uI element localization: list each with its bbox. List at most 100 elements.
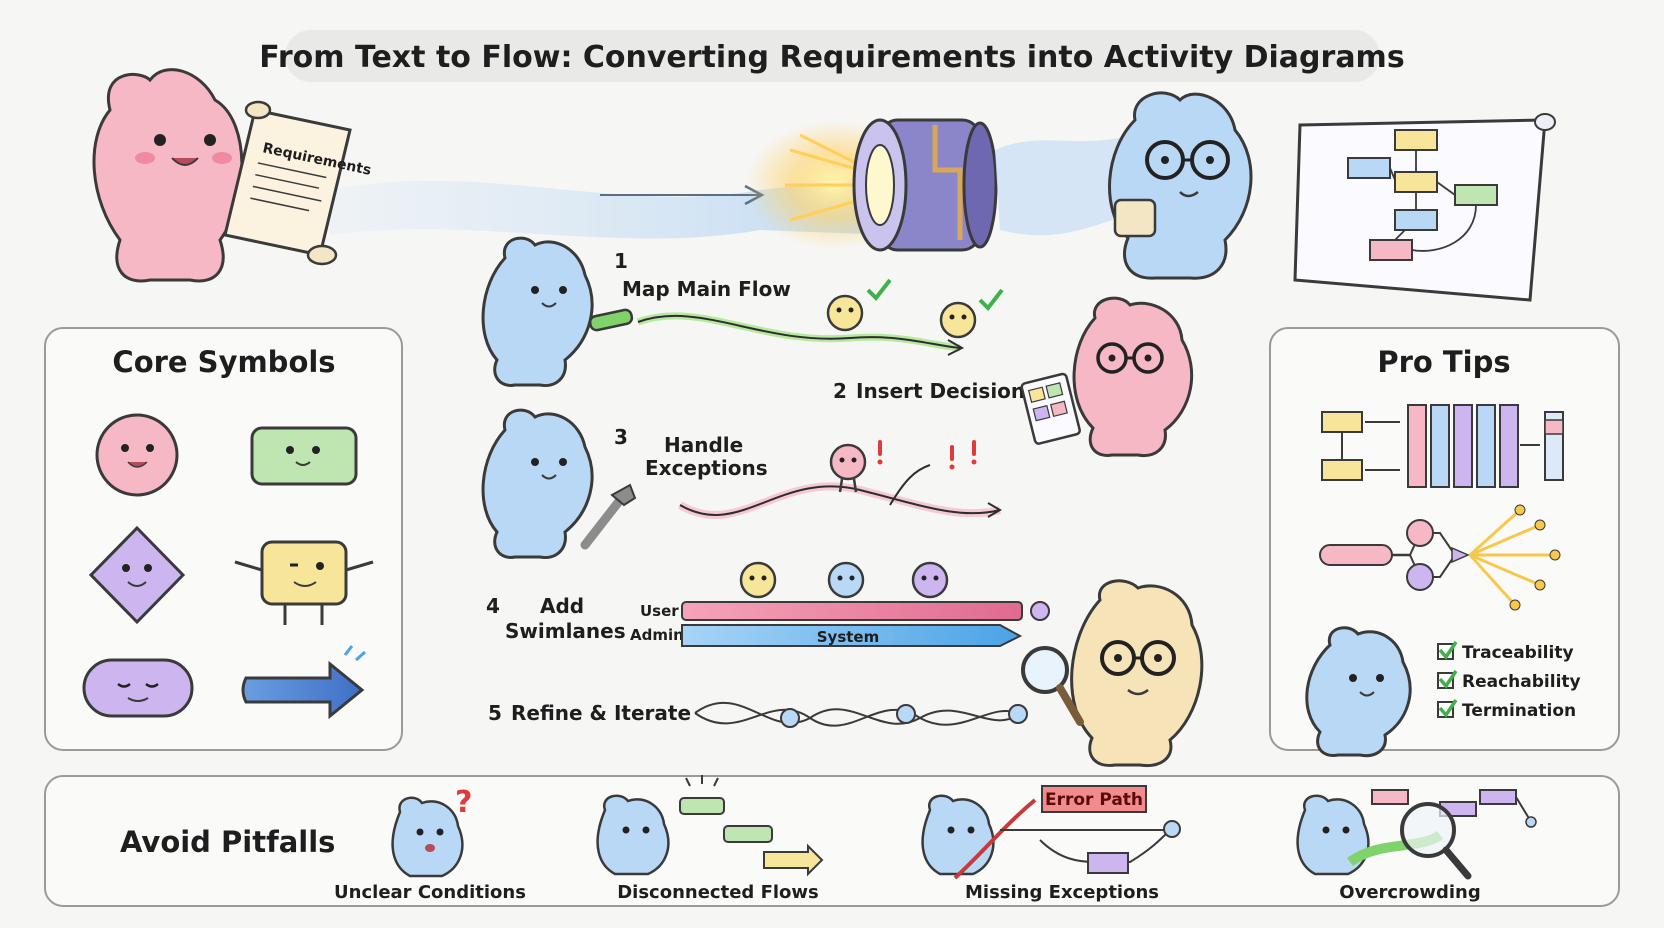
hero-section: Requirements — [92, 68, 1556, 302]
iterate-node — [896, 704, 916, 724]
checklist: Traceability Reachability Termination — [1437, 641, 1581, 721]
step-3-label-line2: Exceptions — [645, 456, 768, 480]
pitfall-disconnected-flows: Disconnected Flows — [596, 775, 824, 903]
error-path-badge — [1041, 785, 1147, 813]
lane-avatar-blue — [827, 561, 865, 599]
end-node-symbol — [82, 658, 194, 718]
check-icon — [1438, 699, 1458, 718]
core-symbols-panel: Core Symbols — [44, 327, 403, 751]
alert-icon — [877, 440, 977, 470]
decision-card-icon — [1020, 372, 1081, 445]
lane-avatar-purple — [911, 561, 949, 599]
highlighter-icon — [588, 308, 634, 332]
step-4-label-line1: Add — [540, 594, 584, 618]
pro-tips-title: Pro Tips — [1377, 345, 1510, 379]
pink-glasses-character — [1072, 296, 1194, 458]
page-title: From Text to Flow: Converting Requiremen… — [259, 40, 1404, 75]
pitfall-overcrowding: Overcrowding — [1296, 789, 1537, 903]
pitfalls-title: Avoid Pitfalls — [120, 825, 335, 859]
error-path-label: Error Path — [1045, 790, 1143, 810]
exception-branch-line — [889, 464, 931, 506]
checklist-label: Traceability — [1462, 643, 1574, 663]
wrench-icon — [580, 483, 637, 550]
start-node-symbol — [95, 413, 179, 497]
step-3-character — [481, 408, 594, 560]
checkpoint-character-1 — [826, 278, 892, 332]
checklist-label: Reachability — [1462, 672, 1581, 692]
iterate-node — [780, 708, 800, 728]
tip-decision-diagram — [1319, 504, 1561, 611]
checklist-item: Termination — [1437, 699, 1576, 721]
flow-arrow-symbol — [241, 645, 366, 720]
main-flow-line — [637, 314, 961, 349]
swimlane-admin-label: Admin — [630, 626, 684, 644]
check-icon — [866, 278, 892, 302]
checkpoint-character-2 — [939, 288, 1004, 339]
tips-character — [1305, 626, 1412, 758]
decision-symbol — [88, 525, 186, 625]
requirements-scroll: Requirements — [223, 100, 373, 266]
text-stream — [330, 175, 890, 239]
swimlane-system-bar — [681, 624, 1023, 647]
checklist-item: Traceability — [1437, 641, 1574, 663]
blue-glasses-character — [1108, 91, 1253, 280]
pink-character — [92, 68, 244, 283]
swimlane-system-label: System — [817, 628, 879, 646]
iterate-path-a — [694, 701, 1021, 725]
glow-rays — [785, 133, 861, 222]
checklist-label: Termination — [1462, 701, 1576, 721]
magnifier-icon — [1021, 646, 1084, 726]
step-3-label-line1: Handle — [664, 433, 743, 457]
magnifier-icon — [1400, 802, 1472, 880]
pro-tips-panel: Pro Tips — [1269, 327, 1620, 758]
tip-swimlane-diagram — [1321, 404, 1564, 488]
step-2-label-number: 2 — [833, 379, 847, 403]
yellow-reviewer-character — [1021, 579, 1204, 768]
check-icon — [1438, 670, 1458, 689]
pitfall-label: Disconnected Flows — [617, 882, 819, 903]
pitfall-label: Overcrowding — [1339, 882, 1480, 903]
pitfall-label: Missing Exceptions — [965, 882, 1159, 903]
fork-join-symbol — [234, 540, 374, 625]
step-1: 1 Map Main Flow — [481, 236, 1004, 388]
exception-flow-line — [679, 485, 1001, 516]
title-banner: From Text to Flow: Converting Requiremen… — [259, 30, 1405, 82]
activity-symbol — [250, 426, 358, 486]
checklist-item: Reachability — [1437, 670, 1581, 692]
pitfall-label: Unclear Conditions — [334, 882, 526, 903]
step-5-number: 5 — [488, 701, 502, 725]
step-4-label-line2: Swimlanes — [505, 619, 626, 643]
exception-character — [829, 443, 867, 493]
steps-section: 1 Map Main Flow 2 Insert Decisions — [481, 236, 1204, 768]
lane-avatar-yellow — [739, 561, 777, 599]
step-1-number: 1 — [614, 249, 628, 273]
flowchart-sheet — [1293, 113, 1556, 302]
check-icon — [1438, 641, 1458, 660]
output-stream — [995, 135, 1145, 236]
step-1-character — [481, 236, 594, 388]
step-1-label: Map Main Flow — [622, 277, 791, 301]
title-banner-bg — [285, 30, 1380, 82]
pitfall-missing-exceptions: Error Path Missing Exceptions — [921, 785, 1181, 903]
swimlane-end-node — [1030, 601, 1050, 621]
step-4-number: 4 — [486, 594, 500, 618]
converter-funnel — [852, 118, 998, 252]
step-2-label: Insert Decisions — [856, 379, 1037, 403]
step-4: 4 Add Swimlanes User Admin System — [486, 561, 1050, 647]
iterate-node — [1008, 704, 1028, 724]
question-icon: ? — [455, 785, 472, 820]
pitfalls-panel: Avoid Pitfalls ? Unclear Conditions Disc… — [44, 775, 1620, 907]
iterate-path-b — [694, 708, 1021, 727]
check-icon — [978, 288, 1004, 312]
swimlane-user-label: User — [640, 602, 679, 620]
step-3-number: 3 — [614, 425, 628, 449]
step-5-label: Refine & Iterate — [511, 701, 691, 725]
step-2: 2 Insert Decisions — [833, 296, 1194, 458]
step-3: 3 Handle Exceptions — [481, 408, 1002, 560]
core-symbols-title: Core Symbols — [112, 345, 335, 379]
step-5: 5 Refine & Iterate — [488, 701, 1028, 728]
main-flow-glow — [636, 312, 961, 352]
swimlane-user-bar — [681, 601, 1023, 621]
pitfall-unclear-conditions: ? Unclear Conditions — [334, 785, 526, 903]
